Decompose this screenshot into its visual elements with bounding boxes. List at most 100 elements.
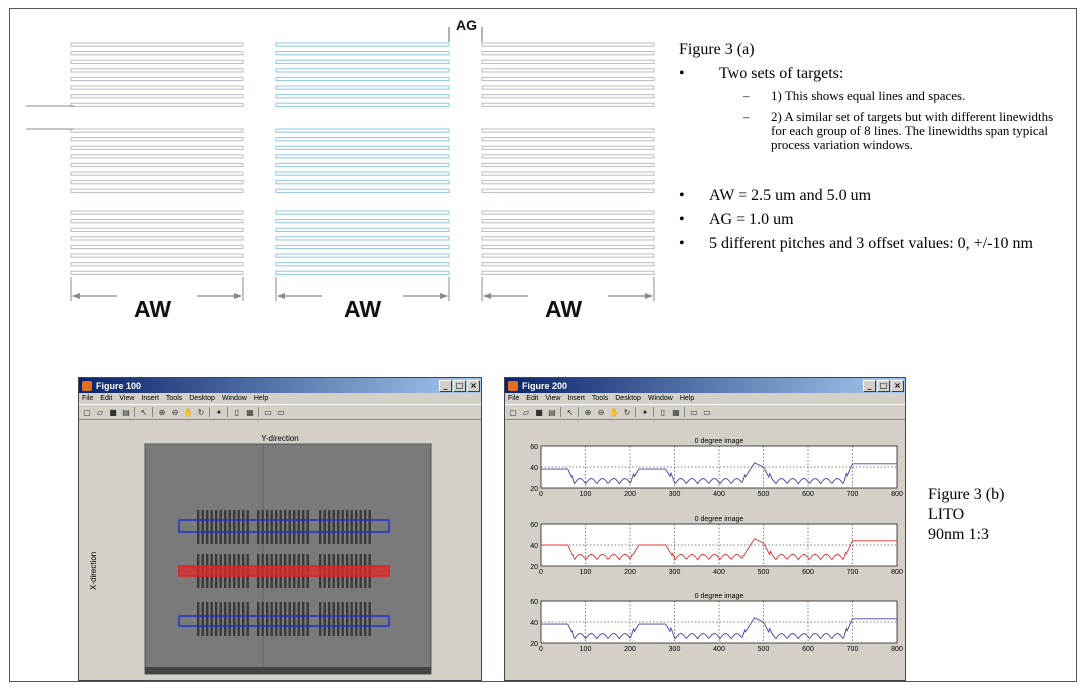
- menu-file[interactable]: File: [82, 395, 94, 402]
- target-line: [70, 59, 244, 64]
- target-line: [70, 219, 244, 224]
- colorbar-icon[interactable]: ▯: [660, 407, 666, 417]
- new-file-icon[interactable]: ▢: [509, 407, 517, 417]
- data-cursor-icon[interactable]: ✦: [215, 407, 223, 417]
- rotate-icon[interactable]: ↻: [197, 407, 205, 417]
- pan-icon[interactable]: ✋: [183, 407, 193, 417]
- zoom-in-icon[interactable]: ⊕: [158, 407, 166, 417]
- maximize-button[interactable]: □: [453, 379, 466, 392]
- y-tick-label: 20: [530, 641, 538, 648]
- menu-tools[interactable]: Tools: [165, 395, 183, 402]
- menu-edit[interactable]: Edit: [100, 395, 113, 402]
- plot-title: 0 degree image: [695, 593, 744, 600]
- menu-view[interactable]: View: [545, 395, 561, 402]
- target-line: [275, 210, 450, 215]
- target-line: [70, 188, 244, 193]
- target-line: [70, 94, 244, 99]
- menu-file[interactable]: File: [508, 395, 520, 402]
- target-line: [70, 137, 244, 142]
- target-line: [481, 244, 655, 250]
- window-titlebar[interactable]: Figure 200 _ □ ×: [505, 378, 905, 393]
- rotate-icon[interactable]: ↻: [623, 407, 631, 417]
- hide-plot-tools-icon[interactable]: ▭: [264, 407, 272, 417]
- target-line: [481, 145, 655, 150]
- x-tick-label: 500: [758, 646, 770, 653]
- print-icon[interactable]: ▤: [122, 407, 130, 417]
- data-cursor-icon[interactable]: ✦: [641, 407, 649, 417]
- grating-line: [266, 602, 269, 636]
- grating-line: [306, 602, 309, 636]
- save-icon[interactable]: ■: [109, 407, 117, 417]
- plot-title: Y-direction: [261, 434, 299, 443]
- target-line: [275, 51, 450, 56]
- save-icon[interactable]: ■: [535, 407, 543, 417]
- toolbar-separator: [653, 407, 654, 417]
- x-tick-label: 500: [758, 569, 770, 576]
- menu-window[interactable]: Window: [221, 395, 247, 402]
- target-line: [481, 162, 655, 168]
- grating-line: [210, 510, 213, 544]
- target-line: [275, 102, 450, 107]
- menu-insert[interactable]: Insert: [567, 395, 585, 402]
- open-file-icon[interactable]: ▱: [522, 407, 530, 417]
- print-icon[interactable]: ▤: [548, 407, 556, 417]
- zoom-in-icon[interactable]: ⊕: [584, 407, 592, 417]
- grating-line: [337, 510, 340, 544]
- target-line: [70, 262, 244, 267]
- menu-insert[interactable]: Insert: [141, 395, 159, 402]
- grating-line: [206, 602, 209, 636]
- menu-window[interactable]: Window: [647, 395, 673, 402]
- menu-desktop[interactable]: Desktop: [189, 395, 215, 402]
- menu-desktop[interactable]: Desktop: [615, 395, 641, 402]
- target-line: [70, 128, 244, 133]
- target-line: [70, 171, 244, 176]
- show-plot-tools-icon[interactable]: ▭: [703, 407, 711, 417]
- grating-line: [246, 602, 249, 636]
- new-file-icon[interactable]: ▢: [83, 407, 91, 417]
- target-line: [275, 59, 450, 64]
- y-tick-label: 40: [530, 620, 538, 627]
- window-titlebar[interactable]: Figure 100 _ □ ×: [79, 378, 481, 393]
- grating-line: [328, 510, 331, 544]
- close-button[interactable]: ×: [891, 379, 904, 392]
- target-line: [70, 51, 244, 56]
- roi-box-blue: [178, 519, 390, 533]
- pointer-icon[interactable]: ↖: [140, 407, 148, 417]
- menu-view[interactable]: View: [119, 395, 135, 402]
- data-series-line: [541, 538, 897, 561]
- menu-edit[interactable]: Edit: [526, 395, 539, 402]
- page-frame: AG AW AW AW Figure 3 (a) • Two sets of t…: [9, 8, 1077, 682]
- plot-title: 0 degree image: [695, 516, 744, 523]
- hide-plot-tools-icon[interactable]: ▭: [690, 407, 698, 417]
- legend-icon[interactable]: ▦: [672, 407, 680, 417]
- grating-line: [337, 602, 340, 636]
- grating-line: [359, 510, 362, 544]
- pan-icon[interactable]: ✋: [609, 407, 619, 417]
- menu-tools[interactable]: Tools: [591, 395, 609, 402]
- toolbar-separator: [684, 407, 685, 417]
- grating-line: [237, 510, 240, 544]
- close-button[interactable]: ×: [467, 379, 480, 392]
- target-line: [70, 253, 244, 258]
- menu-help[interactable]: Help: [253, 395, 269, 402]
- show-plot-tools-icon[interactable]: ▭: [277, 407, 285, 417]
- bullet-text: AG = 1.0 um: [709, 211, 794, 228]
- menu-help[interactable]: Help: [679, 395, 695, 402]
- minimize-button[interactable]: _: [863, 379, 876, 392]
- target-line: [275, 42, 450, 47]
- zoom-out-icon[interactable]: ⊖: [597, 407, 605, 417]
- minimize-button[interactable]: _: [439, 379, 452, 392]
- legend-icon[interactable]: ▦: [246, 407, 254, 417]
- target-line: [481, 253, 655, 258]
- grating-line: [302, 510, 305, 544]
- x-tick-label: 0: [539, 646, 543, 653]
- open-file-icon[interactable]: ▱: [96, 407, 104, 417]
- maximize-button[interactable]: □: [877, 379, 890, 392]
- pointer-icon[interactable]: ↖: [566, 407, 574, 417]
- grating-line: [284, 510, 287, 544]
- colorbar-icon[interactable]: ▯: [234, 407, 240, 417]
- window-title: Figure 100: [96, 380, 142, 391]
- bullet-pitches: • 5 different pitches and 3 offset value…: [679, 235, 1039, 252]
- zoom-out-icon[interactable]: ⊖: [171, 407, 179, 417]
- ag-label: AG: [456, 17, 477, 33]
